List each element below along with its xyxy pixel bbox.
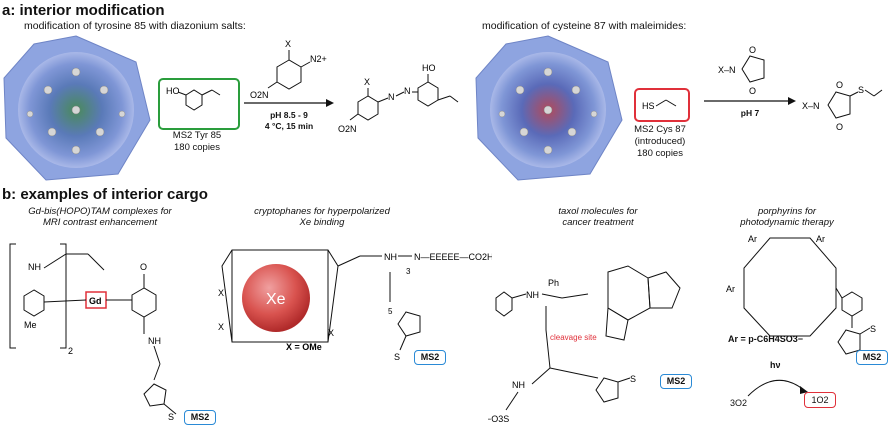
panel-b-title: b: examples of interior cargo (2, 186, 208, 203)
svg-text:S: S (858, 85, 864, 95)
svg-text:S: S (630, 374, 636, 384)
maleimide-reagent: X–N O O (718, 45, 765, 96)
gd-caption-line1: Gd-bis(HOPO)TAM complexes for (28, 206, 172, 217)
porph-caption-line1: porphyrins for (757, 206, 817, 217)
svg-text:O2N: O2N (338, 124, 357, 134)
svg-text:X = OMe: X = OMe (286, 342, 322, 352)
taxol-caption-line2: cancer treatment (562, 217, 634, 228)
panel-a-title: a: interior modification (2, 2, 165, 19)
svg-text:O: O (749, 45, 756, 55)
svg-text:NH: NH (526, 290, 539, 300)
svg-text:Ar: Ar (726, 284, 735, 294)
svg-text:Ar: Ar (816, 234, 825, 244)
svg-text:N—EEEEE—CO2H: N—EEEEE—CO2H (414, 252, 492, 262)
tyr-subtitle: modification of tyrosine 85 with diazoni… (24, 20, 246, 32)
cys-box-sub: (introduced) (634, 136, 686, 147)
tyr-reaction-arrow (244, 99, 334, 107)
porph-caption-line2: photodynamic therapy (740, 217, 834, 228)
cleavage-site-label: cleavage site (550, 333, 597, 342)
cys-reaction-arrow (704, 97, 796, 105)
svg-text:X: X (364, 77, 370, 87)
tyr-conditions-ph: pH 8.5 - 9 (270, 110, 308, 120)
tyr-residue-box: HO (158, 78, 240, 130)
tyr-box-copies: 180 copies (174, 142, 220, 153)
porphyrin-structure: Ar Ar Ar S (726, 234, 876, 355)
svg-text:N: N (404, 86, 411, 96)
svg-text:S: S (168, 412, 174, 422)
cys-hs-label: HS (642, 101, 655, 111)
svg-text:S: S (870, 324, 876, 334)
svg-text:NH: NH (28, 262, 41, 272)
succinimide-product: X–N O O S (802, 80, 883, 132)
svg-text:X: X (285, 39, 291, 49)
svg-text:2: 2 (68, 346, 73, 356)
cys-subtitle: modification of cysteine 87 with maleimi… (482, 20, 687, 32)
singlet-o2-box: 1O2 (804, 392, 836, 408)
svg-text:NH: NH (512, 380, 525, 390)
svg-text:5: 5 (388, 307, 393, 316)
xe-caption-line1: cryptophanes for hyperpolarized (254, 206, 390, 217)
svg-text:X–N: X–N (718, 65, 736, 75)
xe-label: Xe (266, 291, 286, 308)
svg-text:NH: NH (384, 252, 397, 262)
gd-complex-structure: 2 Me NH Gd O NH S (9, 243, 177, 422)
svg-text:N: N (388, 92, 395, 102)
gd-label: Gd (89, 296, 102, 306)
taxol-structure: NH Ph cleavage site NH −O3S S (488, 265, 681, 424)
ms2-capsid-image-left (3, 35, 151, 181)
cys-residue-box: HS (634, 88, 690, 122)
xe-ms2-tag: MS2 (414, 350, 446, 365)
cys-box-copies: 180 copies (637, 148, 683, 159)
tyr-conditions-temp: 4 °C, 15 min (264, 121, 314, 131)
svg-text:Ar: Ar (748, 234, 757, 244)
svg-text:O: O (836, 122, 843, 132)
diazonium-reagent: X N2+ O2N (250, 39, 327, 100)
svg-text:NH: NH (148, 336, 161, 346)
svg-text:N2+: N2+ (310, 54, 327, 64)
svg-text:3: 3 (406, 267, 411, 276)
gd-caption-line2: MRI contrast enhancement (42, 217, 158, 228)
gd-ms2-tag: MS2 (184, 410, 216, 425)
svg-text:O: O (749, 86, 756, 96)
porph-ms2-tag: MS2 (856, 350, 888, 365)
svg-text:−O3S: −O3S (488, 414, 509, 424)
svg-text:X: X (218, 288, 224, 298)
taxol-caption-line1: taxol molecules for (558, 206, 638, 217)
svg-text:O: O (140, 262, 147, 272)
svg-text:X: X (328, 328, 334, 338)
hv-label: hν (770, 360, 781, 370)
taxol-ms2-tag: MS2 (660, 374, 692, 389)
xe-caption-line2: Xe binding (299, 217, 345, 228)
ar-definition: Ar = p-C6H4SO3− (728, 334, 804, 344)
triplet-o2-label: 3O2 (730, 398, 748, 408)
svg-text:S: S (394, 352, 400, 362)
azo-product-structure: X O2N N N HO (338, 63, 459, 134)
cryptophane-structure: Xe X X X X = OMe NH 3 N—EEEEE—CO2H 5 S (218, 249, 492, 362)
cys-conditions: pH 7 (740, 108, 760, 118)
tyr-ho-label: HO (166, 86, 180, 96)
svg-text:Ph: Ph (548, 278, 559, 288)
svg-text:O2N: O2N (250, 90, 269, 100)
svg-text:Me: Me (24, 320, 37, 330)
cys-box-title: MS2 Cys 87 (634, 124, 686, 135)
tyr-box-title: MS2 Tyr 85 (172, 130, 222, 141)
svg-text:O: O (836, 80, 843, 90)
svg-text:X: X (218, 322, 224, 332)
ms2-capsid-image-right (475, 35, 623, 181)
svg-text:HO: HO (422, 63, 436, 73)
svg-text:X–N: X–N (802, 101, 820, 111)
